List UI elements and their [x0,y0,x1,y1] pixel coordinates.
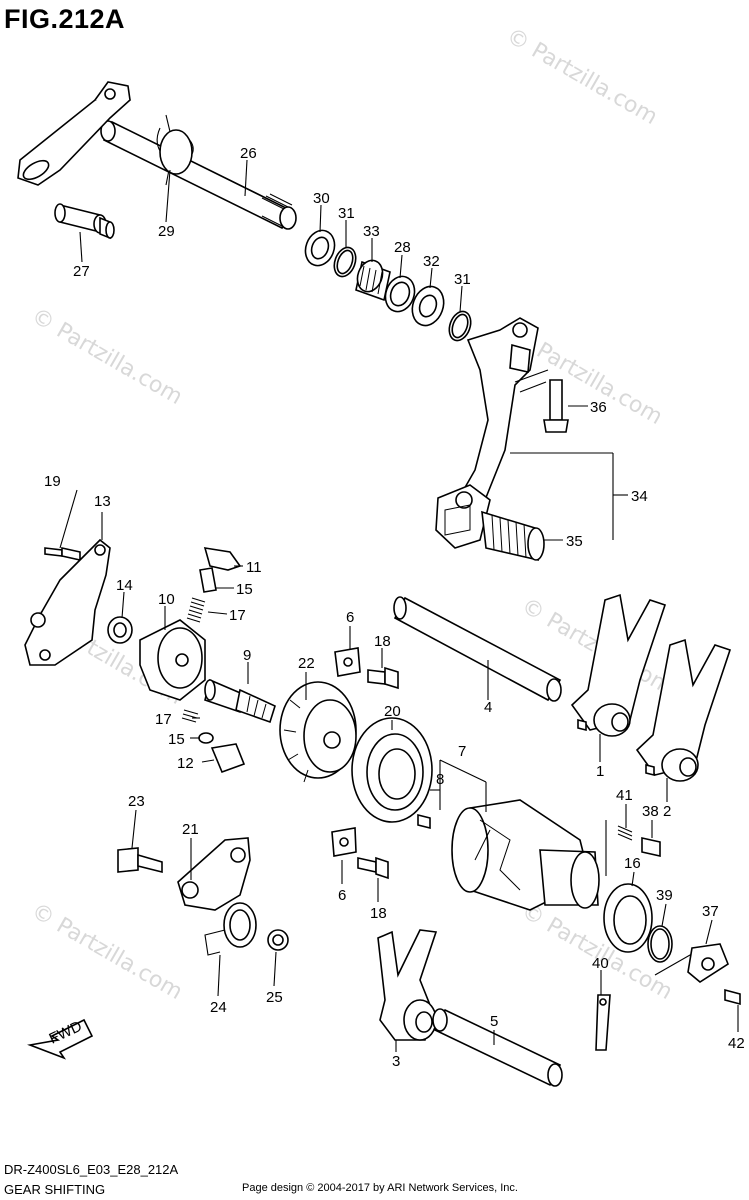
callout-37: 37 [702,903,719,920]
gearshift-arm-21 [117,837,251,911]
callout-2: 2 [663,803,671,820]
callout-41: 41 [616,787,633,804]
watermark: © Partzilla.com [27,899,187,1006]
callout-39: 39 [656,887,673,904]
callout-10: 10 [158,591,175,608]
figure-title: FIG.212A [4,4,126,34]
pin-27 [54,203,115,240]
callout-27: 27 [73,263,90,280]
callout-21: 21 [182,821,199,838]
callout-3: 3 [392,1053,400,1070]
spring-24 [204,902,257,956]
shift-shaft-26 [17,81,297,230]
callout-25: 25 [266,989,283,1006]
callout-40: 40 [592,955,609,972]
callout-17: 17 [155,711,172,728]
callout-32: 32 [423,253,440,270]
callout-13: 13 [94,493,111,510]
fwd-arrow: FWD [27,1018,94,1060]
section-name: GEAR SHIFTING [4,1182,106,1197]
callout-18: 18 [374,633,391,650]
callout-8: 8 [436,771,444,788]
callout-26: 26 [240,145,257,162]
callout-31: 31 [454,271,471,288]
callout-15: 15 [236,581,253,598]
callout-7: 7 [458,743,466,760]
gear-shift-lever-34 [435,317,569,562]
callout-36: 36 [590,399,607,416]
gearshift-cam-stopper-13 [24,538,133,666]
callout-20: 20 [384,703,401,720]
callout-23: 23 [128,793,145,810]
callout-38: 38 [642,803,659,820]
pin-40 [595,994,611,1051]
callout-12: 12 [177,755,194,772]
o-ring-39 [647,925,673,963]
copyright-notice: Page design © 2004-2017 by ARI Network S… [242,1182,518,1194]
gearshift-cam-plate-22 [279,681,357,783]
callout-9: 9 [243,647,251,664]
callout-6: 6 [338,887,346,904]
callout-16: 16 [624,855,641,872]
shift-plate-6-lower [331,827,389,880]
bearing-16 [603,883,653,953]
callout-18: 18 [370,905,387,922]
shaft-washers [304,229,472,342]
gearshift-cam-10 [139,547,242,701]
callout-19: 19 [44,473,61,490]
callout-6: 6 [346,609,354,626]
watermark: © Partzilla.com [27,304,187,411]
callout-4: 4 [484,699,492,716]
callout-5: 5 [490,1013,498,1030]
callout-30: 30 [313,190,330,207]
callout-22: 22 [298,655,315,672]
shift-fork-3 [377,929,438,1041]
gearshift-cam-7 [451,799,600,911]
callout-42: 42 [728,1035,745,1052]
watermark: © Partzilla.com [502,24,662,131]
gear-position-switch-37 [654,943,741,1006]
callout-33: 33 [363,223,380,240]
gearshift-pawl-9 [181,678,276,774]
callout-34: 34 [631,488,648,505]
spring-41-plunger-38 [617,825,661,857]
model-code: DR-Z400SL6_E03_E28_212A [4,1162,179,1177]
bearing-20 [351,717,433,823]
callout-15: 15 [168,731,185,748]
callout-14: 14 [116,577,133,594]
fork-shaft-4 [393,596,562,702]
callout-17: 17 [229,607,246,624]
callout-35: 35 [566,533,583,550]
shift-fork-2 [635,638,732,782]
leader-lines [59,159,739,1052]
washer-25 [267,929,289,951]
shift-plate-6-upper [334,647,399,690]
shift-fork-1 [570,593,667,737]
pin-8 [417,813,431,830]
callout-1: 1 [596,763,604,780]
callout-28: 28 [394,239,411,256]
callout-24: 24 [210,999,227,1016]
callout-labels: 26 29 27 30 31 33 28 32 31 36 34 35 19 1… [44,145,745,1070]
callout-31: 31 [338,205,355,222]
callout-29: 29 [158,223,175,240]
fork-shaft-5 [432,1008,563,1087]
callout-11: 11 [246,559,262,576]
